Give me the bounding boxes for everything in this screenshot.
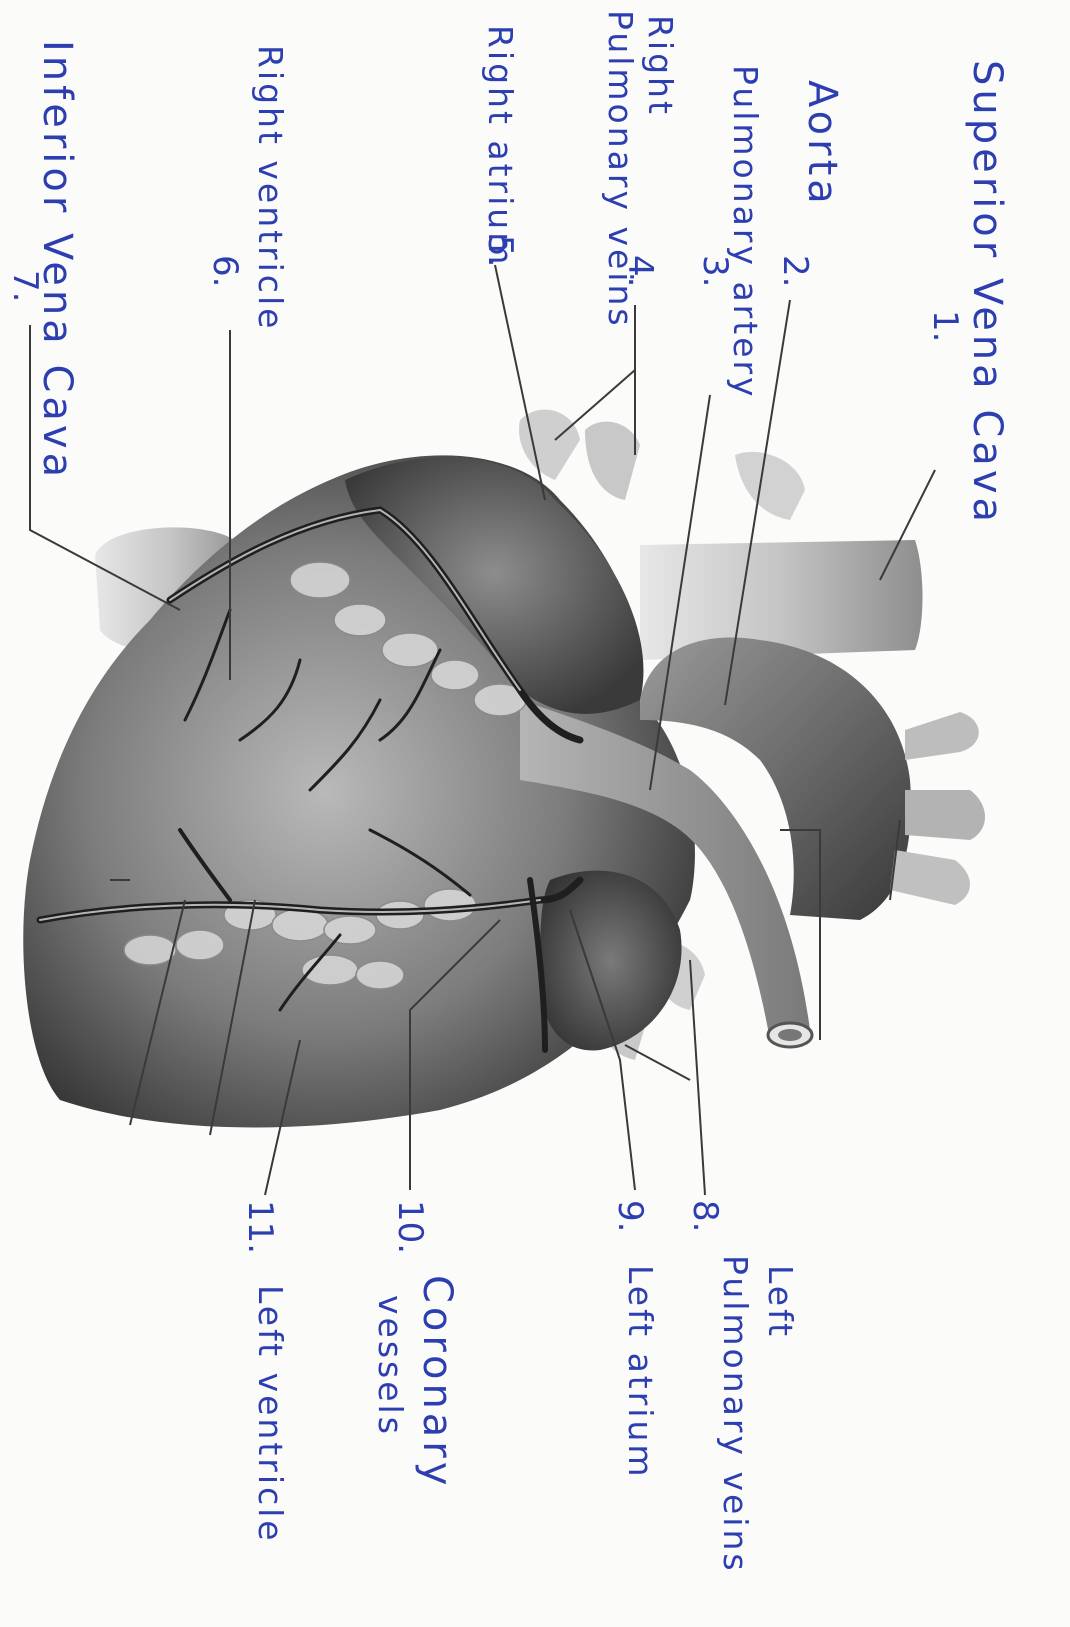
label-left-pv-1: Left — [761, 1265, 800, 1339]
superior-vena-cava-shape — [640, 540, 923, 660]
label-left-pv-2: Pulmonary veins — [716, 1255, 755, 1574]
label-vessels: vessels — [371, 1295, 410, 1437]
label-coronary: Coronary — [414, 1275, 460, 1489]
label-number-6: 6. — [205, 255, 245, 287]
label-number-10: 10. — [390, 1200, 430, 1254]
label-number-11: 11. — [240, 1200, 280, 1254]
label-right-ventricle: Right ventricle — [251, 45, 290, 331]
label-inferior-vena-cava: Inferior Vena Cava — [34, 40, 80, 481]
label-left-ventricle: Left ventricle — [251, 1285, 290, 1544]
label-superior-vena-cava: Superior Vena Cava — [964, 60, 1010, 526]
label-pulmonary-artery: Pulmonary artery — [726, 65, 765, 400]
label-number-2: 2. — [775, 255, 815, 287]
label-right-pv-1: Right — [641, 15, 680, 117]
label-right-atrium: Right atrium — [481, 25, 520, 267]
label-left-atrium: Left atrium — [621, 1265, 660, 1480]
label-number-9: 9. — [610, 1200, 650, 1232]
label-number-8: 8. — [685, 1200, 725, 1232]
label-right-pv-2: Pulmonary veins — [601, 10, 640, 329]
label-aorta: Aorta — [799, 80, 845, 208]
label-number-1: 1. — [925, 310, 965, 342]
